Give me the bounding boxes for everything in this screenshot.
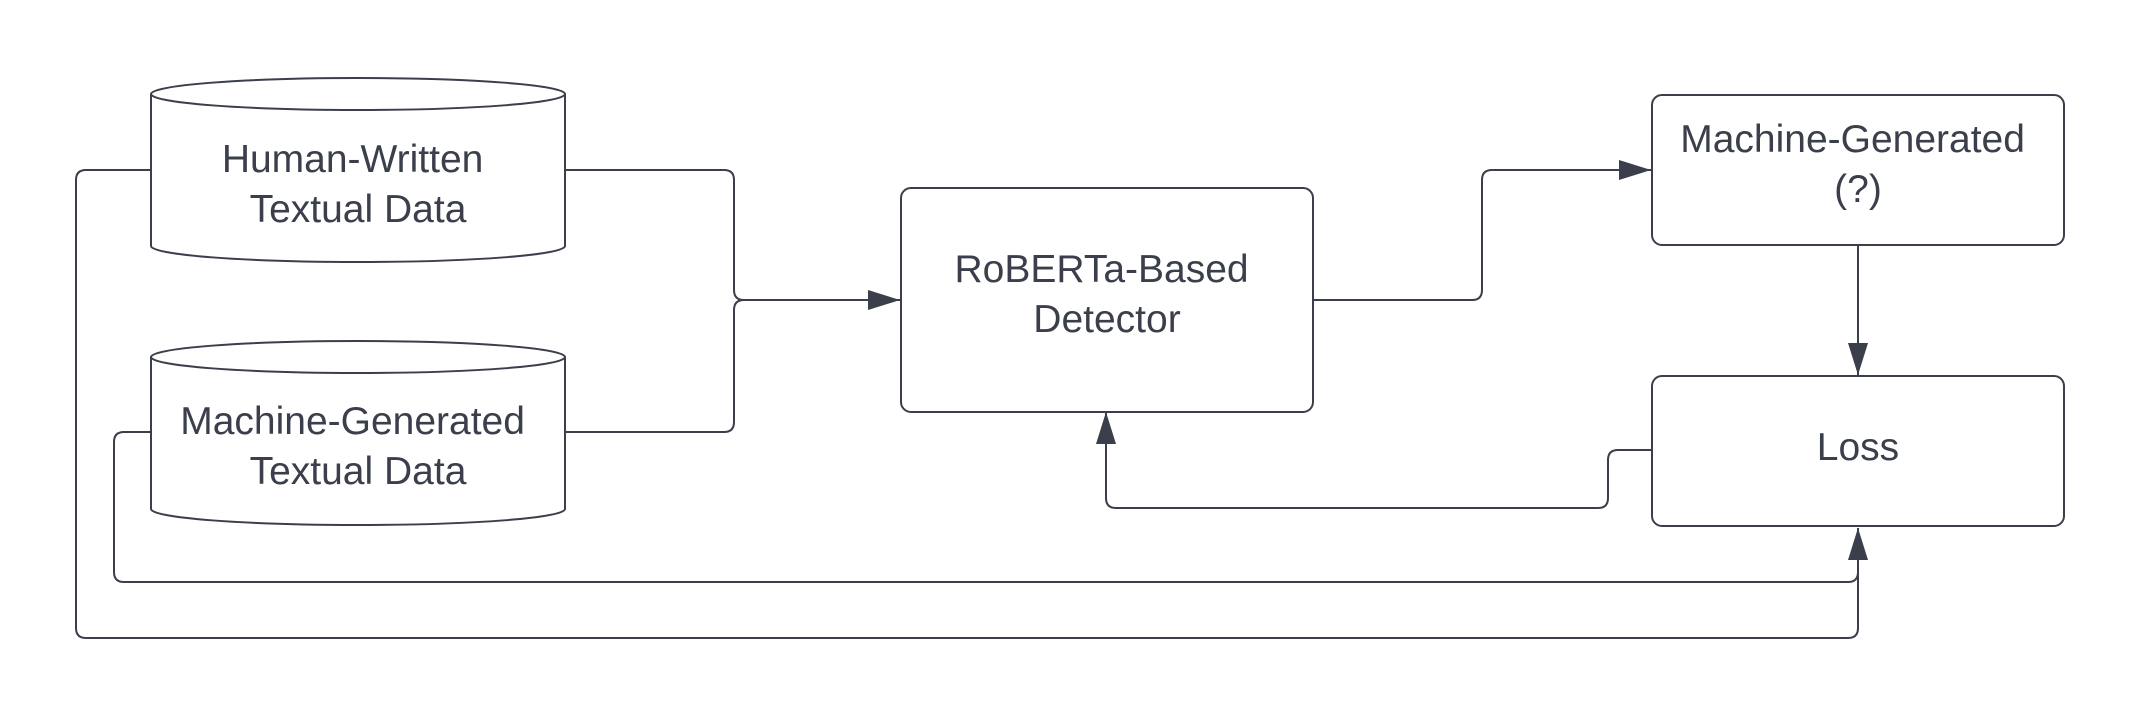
loss-label: Loss	[1817, 426, 1899, 469]
prediction-label: Machine-Generated (?)	[1680, 118, 2036, 211]
machine-generated-data-cylinder	[150, 340, 566, 526]
connector-human-to-detector	[565, 169, 900, 310]
connector-human-label-to-loss	[75, 169, 1868, 639]
connector-machine-label-to-loss	[113, 431, 1859, 583]
loss-box	[1651, 375, 2065, 527]
connector-loss-to-detector	[1096, 412, 1651, 509]
human-written-data-cylinder	[150, 77, 566, 263]
connector-detector-to-prediction	[1313, 160, 1651, 301]
human-written-data-label: Human-Written Textual Data	[222, 138, 494, 231]
detector-box	[900, 187, 1314, 413]
connector-machine-to-detector	[565, 299, 745, 433]
machine-generated-data-label: Machine-Generated Textual Data	[180, 400, 536, 493]
prediction-box	[1651, 94, 2065, 246]
detector-label: RoBERTa-Based Detector	[955, 248, 1260, 341]
